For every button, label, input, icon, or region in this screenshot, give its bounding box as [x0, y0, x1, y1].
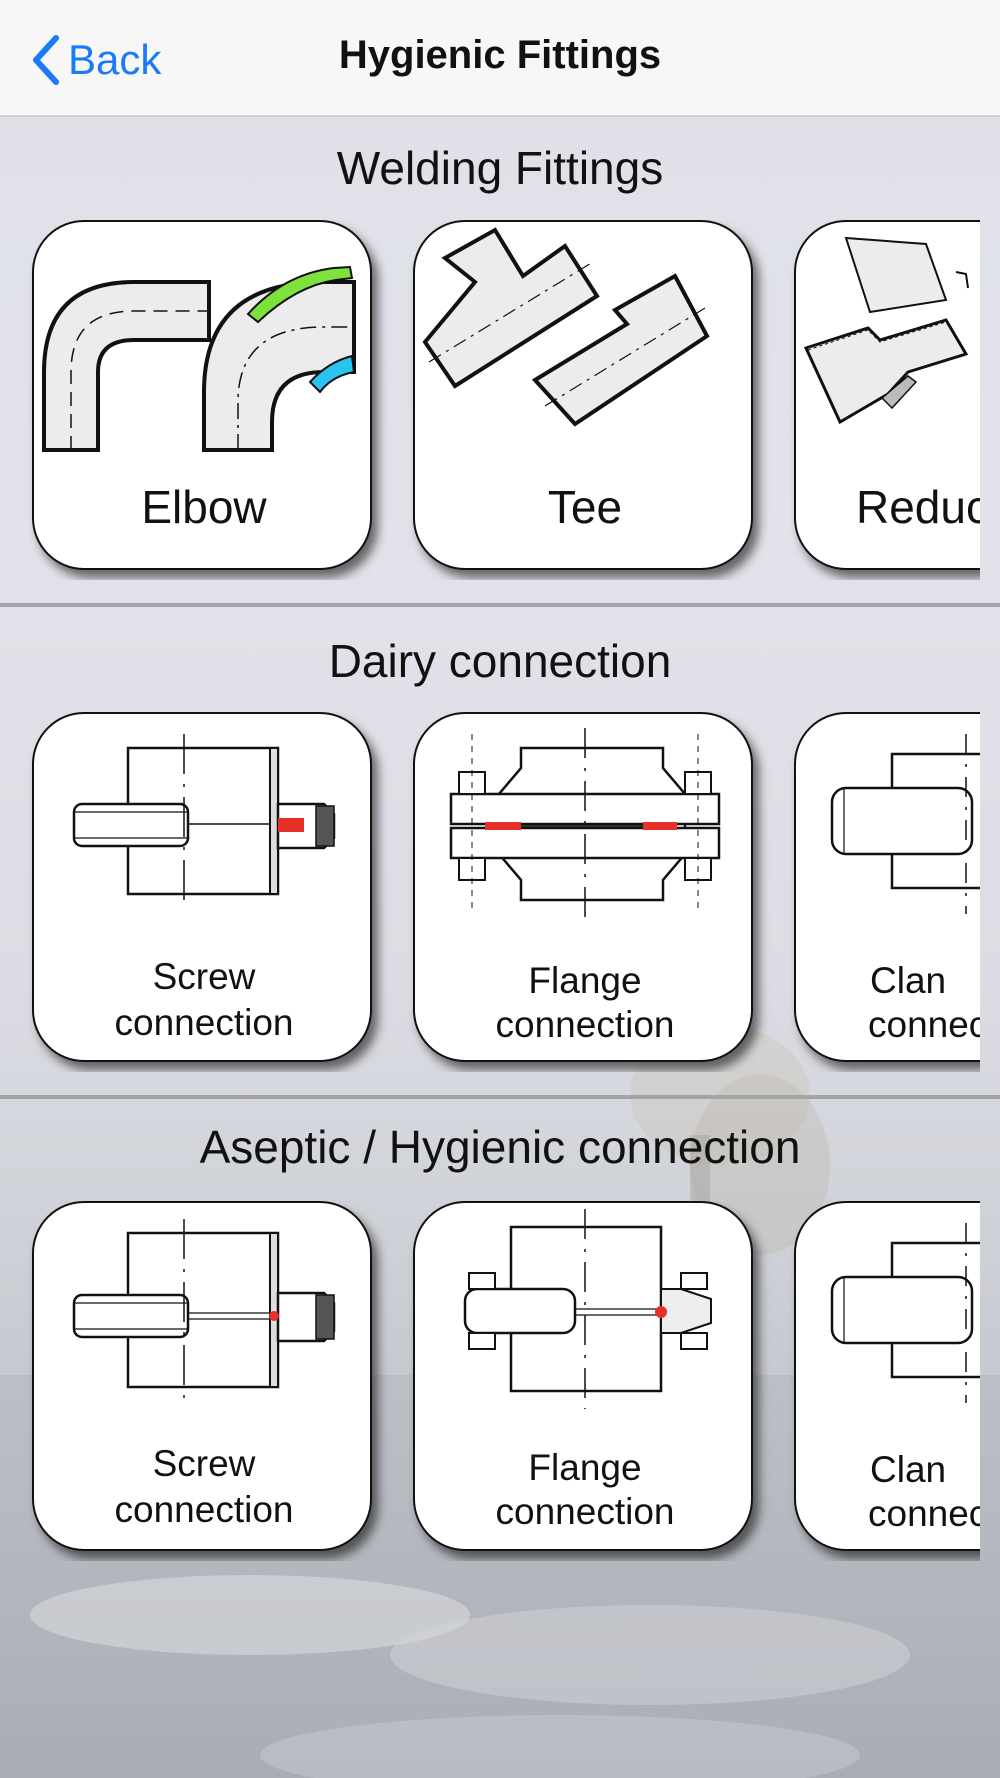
tile-clamp-connection[interactable]: Clan connec [794, 1201, 980, 1551]
section-aseptic-connection: Aseptic / Hygienic connection Screw conn… [0, 1099, 1000, 1599]
tile-label-line2: connection [114, 1002, 294, 1043]
tile-clamp-connection[interactable]: Clan connec [794, 712, 980, 1062]
screw-connection-drawing-icon [72, 1219, 336, 1403]
navigation-bar: Back Hygienic Fittings [0, 0, 1000, 117]
tile-elbow[interactable]: Elbow [32, 220, 372, 570]
tile-label: Tee [547, 481, 623, 533]
tile-label-line1: Flange [528, 1447, 642, 1488]
tile-label-line1: Clan [870, 1449, 947, 1490]
back-button[interactable]: Back [28, 30, 161, 90]
page-title: Hygienic Fittings [338, 33, 662, 77]
tile-label-line2: connection [114, 1489, 294, 1530]
tile-flange-connection[interactable]: Flange connection [413, 712, 753, 1062]
tile-row[interactable]: Screw connection Flange connection [0, 712, 980, 1072]
chevron-left-icon [33, 35, 59, 85]
tile-flange-connection[interactable]: Flange connection [413, 1201, 753, 1551]
tile-row[interactable]: Elbow Tee Reduc [0, 220, 980, 580]
tile-label-line2: connec [868, 1493, 980, 1534]
tee-drawing-icon [422, 227, 710, 427]
section-divider [0, 603, 1000, 607]
tile-label-line2: connection [495, 1491, 675, 1532]
back-label: Back [68, 36, 162, 83]
tile-screw-connection[interactable]: Screw connection [32, 1201, 372, 1551]
section-title: Welding Fittings [336, 142, 664, 194]
tile-label: Reduc [856, 481, 980, 533]
tile-label-line2: connection [495, 1004, 675, 1045]
elbow-drawing-icon [42, 265, 356, 452]
tile-row[interactable]: Screw connection Flange connection [0, 1201, 980, 1561]
tile-screw-connection[interactable]: Screw connection [32, 712, 372, 1062]
clamp-connection-drawing-icon [830, 1223, 980, 1403]
clamp-connection-drawing-icon [830, 734, 980, 914]
section-welding-fittings: Welding Fittings Elbow Tee [0, 117, 1000, 605]
flange-connection-drawing-icon [449, 728, 721, 920]
tile-tee[interactable]: Tee [413, 220, 753, 570]
section-dairy-connection: Dairy connection Screw connection [0, 607, 1000, 1095]
flange-connection-drawing-icon [463, 1209, 712, 1409]
section-title: Dairy connection [328, 635, 672, 687]
tile-label-line1: Flange [528, 960, 642, 1001]
reducer-drawing-icon [803, 236, 969, 425]
tile-label-line1: Clan [870, 960, 947, 1001]
tile-label-line1: Screw [152, 956, 256, 997]
section-title: Aseptic / Hygienic connection [199, 1121, 801, 1173]
section-divider [0, 1095, 1000, 1099]
tile-reducer[interactable]: Reduc [794, 220, 980, 570]
tile-label-line2: connec [868, 1004, 980, 1045]
screw-connection-drawing-icon [72, 734, 336, 910]
tile-label-line1: Screw [152, 1443, 256, 1484]
tile-label: Elbow [141, 481, 267, 533]
